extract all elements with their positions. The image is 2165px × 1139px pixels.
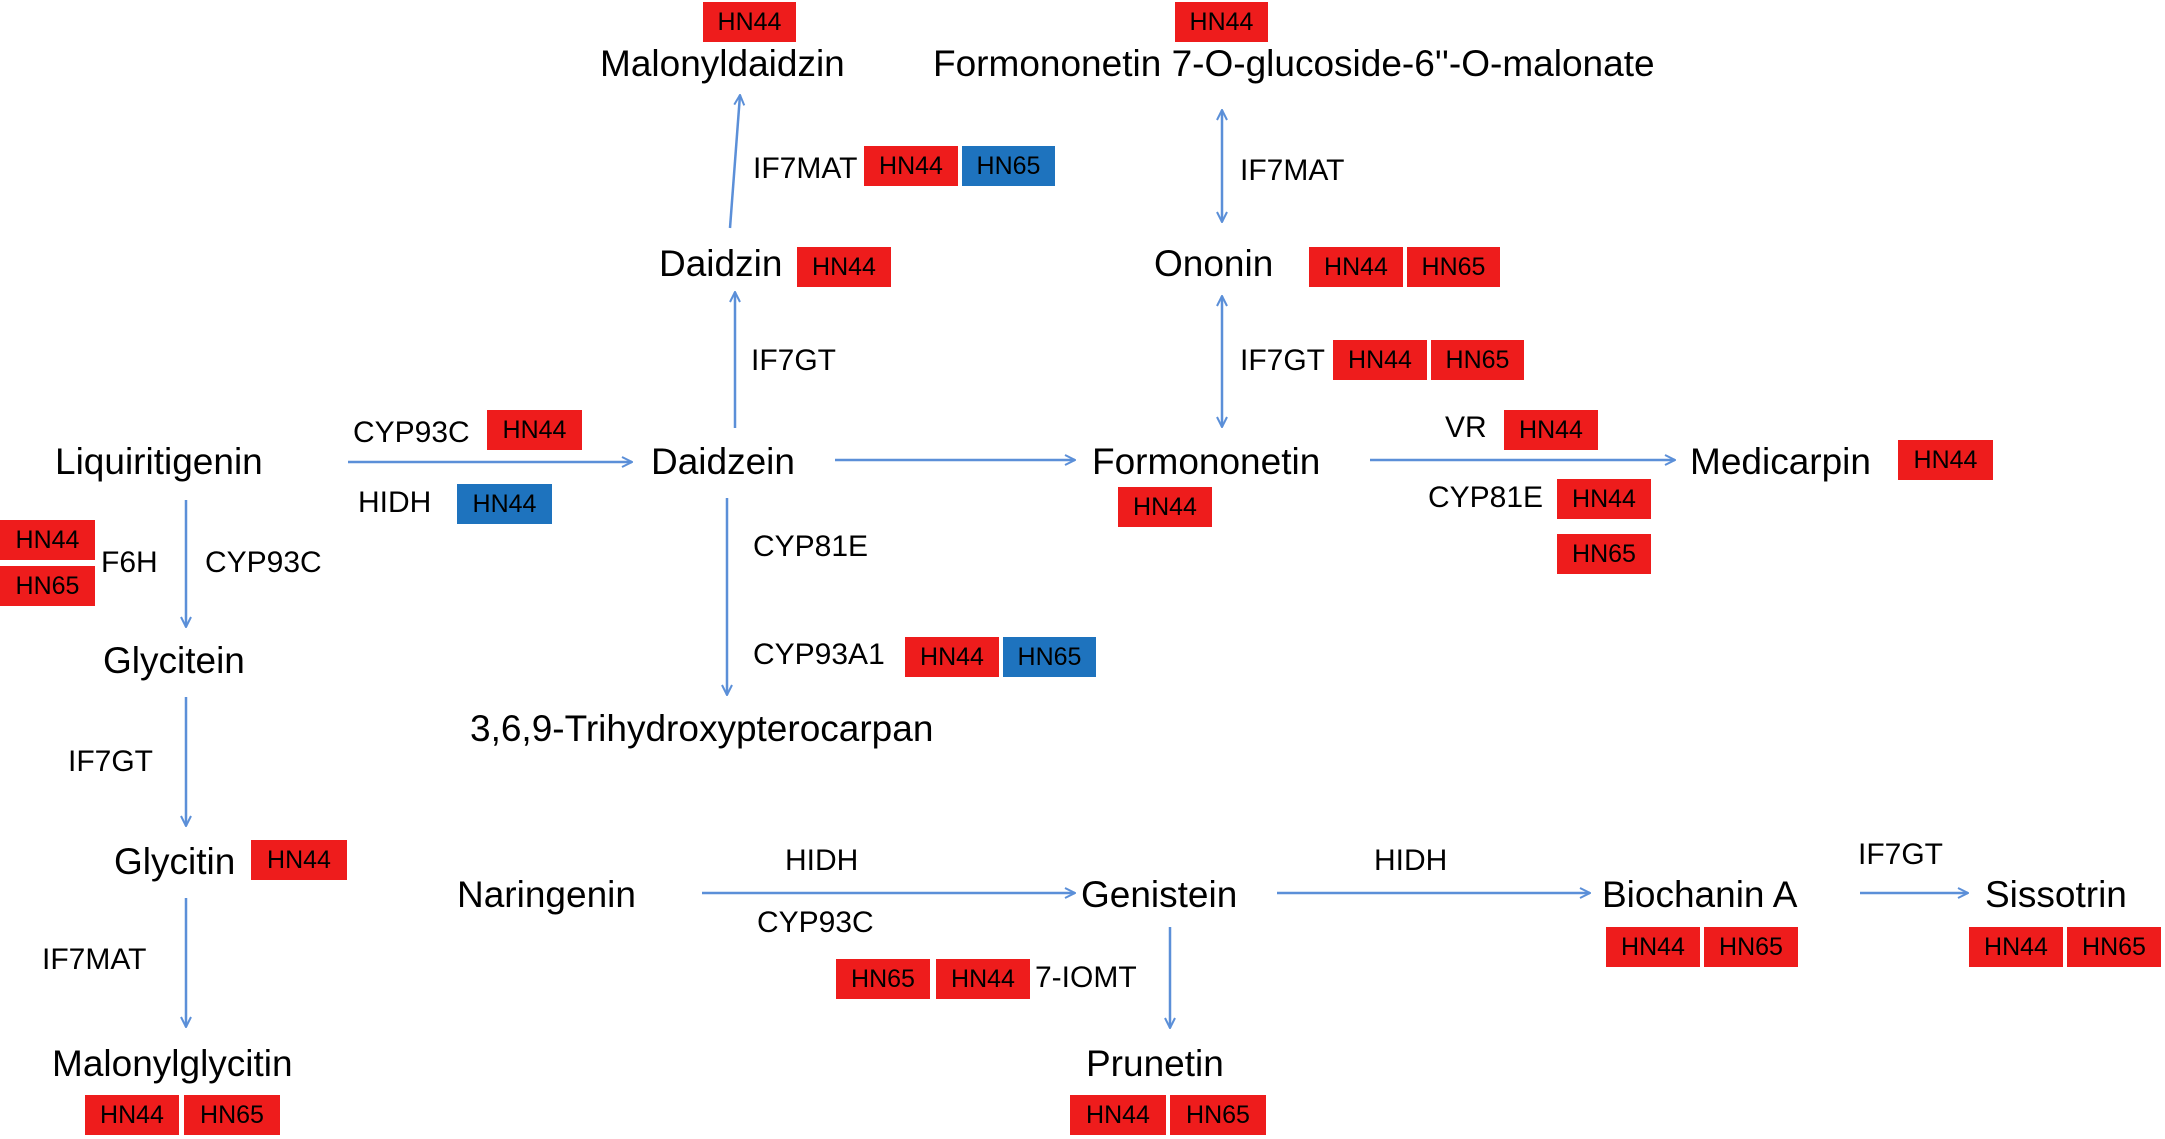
tag-hidh-hn44: HN44 <box>457 484 552 524</box>
compound-naringenin: Naringenin <box>457 874 636 915</box>
tag-glycitin-hn44: HN44 <box>251 840 347 880</box>
tag-cyp93a1-hn65: HN65 <box>1003 637 1096 677</box>
compound-prunetin: Prunetin <box>1086 1043 1224 1084</box>
compound-genistein: Genistein <box>1081 874 1238 915</box>
enzyme-cyp93a1: CYP93A1 <box>753 638 885 671</box>
tag-if7mat-daidzin-hn44: HN44 <box>864 146 958 186</box>
compound-ononin: Ononin <box>1154 243 1274 284</box>
compound-formononetin-glucoside-malonate: Formononetin 7-O-glucoside-6''-O-malonat… <box>933 43 1655 84</box>
enzyme-if7gt-formononetin: IF7GT <box>1240 344 1326 377</box>
compound-daidzin: Daidzin <box>659 243 783 284</box>
enzyme-vr: VR <box>1445 411 1487 444</box>
tag-cyp81e-hn44: HN44 <box>1557 479 1651 519</box>
tag-cyp93a1-hn44: HN44 <box>905 637 999 677</box>
compound-daidzein: Daidzein <box>651 441 795 482</box>
tag-vr-hn44: HN44 <box>1504 410 1598 450</box>
tag-medicarpin-hn44: HN44 <box>1898 440 1993 480</box>
tag-cyp81e-hn65: HN65 <box>1557 534 1651 574</box>
tag-malonylglycitin-hn65: HN65 <box>184 1095 280 1135</box>
enzyme-cyp81e-medicarpin: CYP81E <box>1428 481 1544 514</box>
tag-biochanin-hn44: HN44 <box>1606 927 1700 967</box>
tag-if7mat-daidzin-hn65: HN65 <box>962 146 1055 186</box>
tag-formononetin-hn44: HN44 <box>1118 487 1212 527</box>
tag-if7gt-formononetin-hn65: HN65 <box>1431 340 1524 380</box>
enzyme-if7mat-ononin: IF7MAT <box>1240 154 1345 187</box>
enzyme-cyp81e-daidzein: CYP81E <box>753 530 869 563</box>
tag-prunetin-hn44: HN44 <box>1070 1095 1166 1135</box>
compound-sissotrin: Sissotrin <box>1985 874 2127 915</box>
enzyme-hidh-liquiritigenin: HIDH <box>358 486 432 519</box>
compound-malonyldaidzin: Malonyldaidzin <box>600 43 845 84</box>
compound-glycitein: Glycitein <box>103 640 245 681</box>
enzyme-7-iomt: 7-IOMT <box>1035 961 1137 994</box>
enzyme-hidh-naringenin: HIDH <box>785 844 859 877</box>
tag-malonylglycitin-hn44: HN44 <box>85 1095 179 1135</box>
tag-f6h-hn65: HN65 <box>0 566 95 606</box>
enzyme-if7mat-daidzin: IF7MAT <box>753 152 858 185</box>
enzyme-if7gt-glycitein: IF7GT <box>68 745 154 778</box>
enzyme-f6h: F6H <box>101 546 158 579</box>
enzyme-if7gt-daidzein: IF7GT <box>751 344 837 377</box>
enzyme-if7mat-glycitin: IF7MAT <box>42 943 147 976</box>
arrow-daidzin-malonyldaidzin <box>728 95 740 229</box>
compound-medicarpin: Medicarpin <box>1690 441 1871 482</box>
tag-prunetin-hn65: HN65 <box>1170 1095 1266 1135</box>
tag-sissotrin-hn65: HN65 <box>2067 927 2161 967</box>
tag-7-iomt-hn65: HN65 <box>836 959 930 999</box>
tag-malonyldaidzin-hn44: HN44 <box>703 2 796 42</box>
enzyme-cyp93c-glycitein: CYP93C <box>205 546 322 579</box>
tag-f6h-hn44: HN44 <box>0 520 95 560</box>
tag-ononin-hn44: HN44 <box>1309 247 1403 287</box>
compound-biochanin-a: Biochanin A <box>1602 874 1798 915</box>
tag-7-iomt-hn44: HN44 <box>936 959 1030 999</box>
compound-liquiritigenin: Liquiritigenin <box>55 441 263 482</box>
compound-formononetin: Formononetin <box>1092 441 1321 482</box>
compound-trihydroxypterocarpan: 3,6,9-Trihydroxypterocarpan <box>470 708 934 749</box>
enzyme-cyp93c-liquiritigenin: CYP93C <box>353 416 470 449</box>
tag-sissotrin-hn44: HN44 <box>1969 927 2063 967</box>
enzyme-cyp93c-naringenin: CYP93C <box>757 906 874 939</box>
tag-biochanin-hn65: HN65 <box>1704 927 1798 967</box>
tag-cyp93c-hn44: HN44 <box>487 410 582 450</box>
enzyme-hidh-genistein: HIDH <box>1374 844 1448 877</box>
enzyme-if7gt-biochanin: IF7GT <box>1858 838 1944 871</box>
tag-ononin-hn65: HN65 <box>1407 247 1500 287</box>
compound-glycitin: Glycitin <box>114 841 236 882</box>
tag-if7gt-formononetin-hn44: HN44 <box>1333 340 1427 380</box>
tag-glucoside-malonate-hn44: HN44 <box>1175 2 1268 42</box>
compound-malonylglycitin: Malonylglycitin <box>52 1043 293 1084</box>
tag-daidzin-hn44: HN44 <box>797 247 891 287</box>
